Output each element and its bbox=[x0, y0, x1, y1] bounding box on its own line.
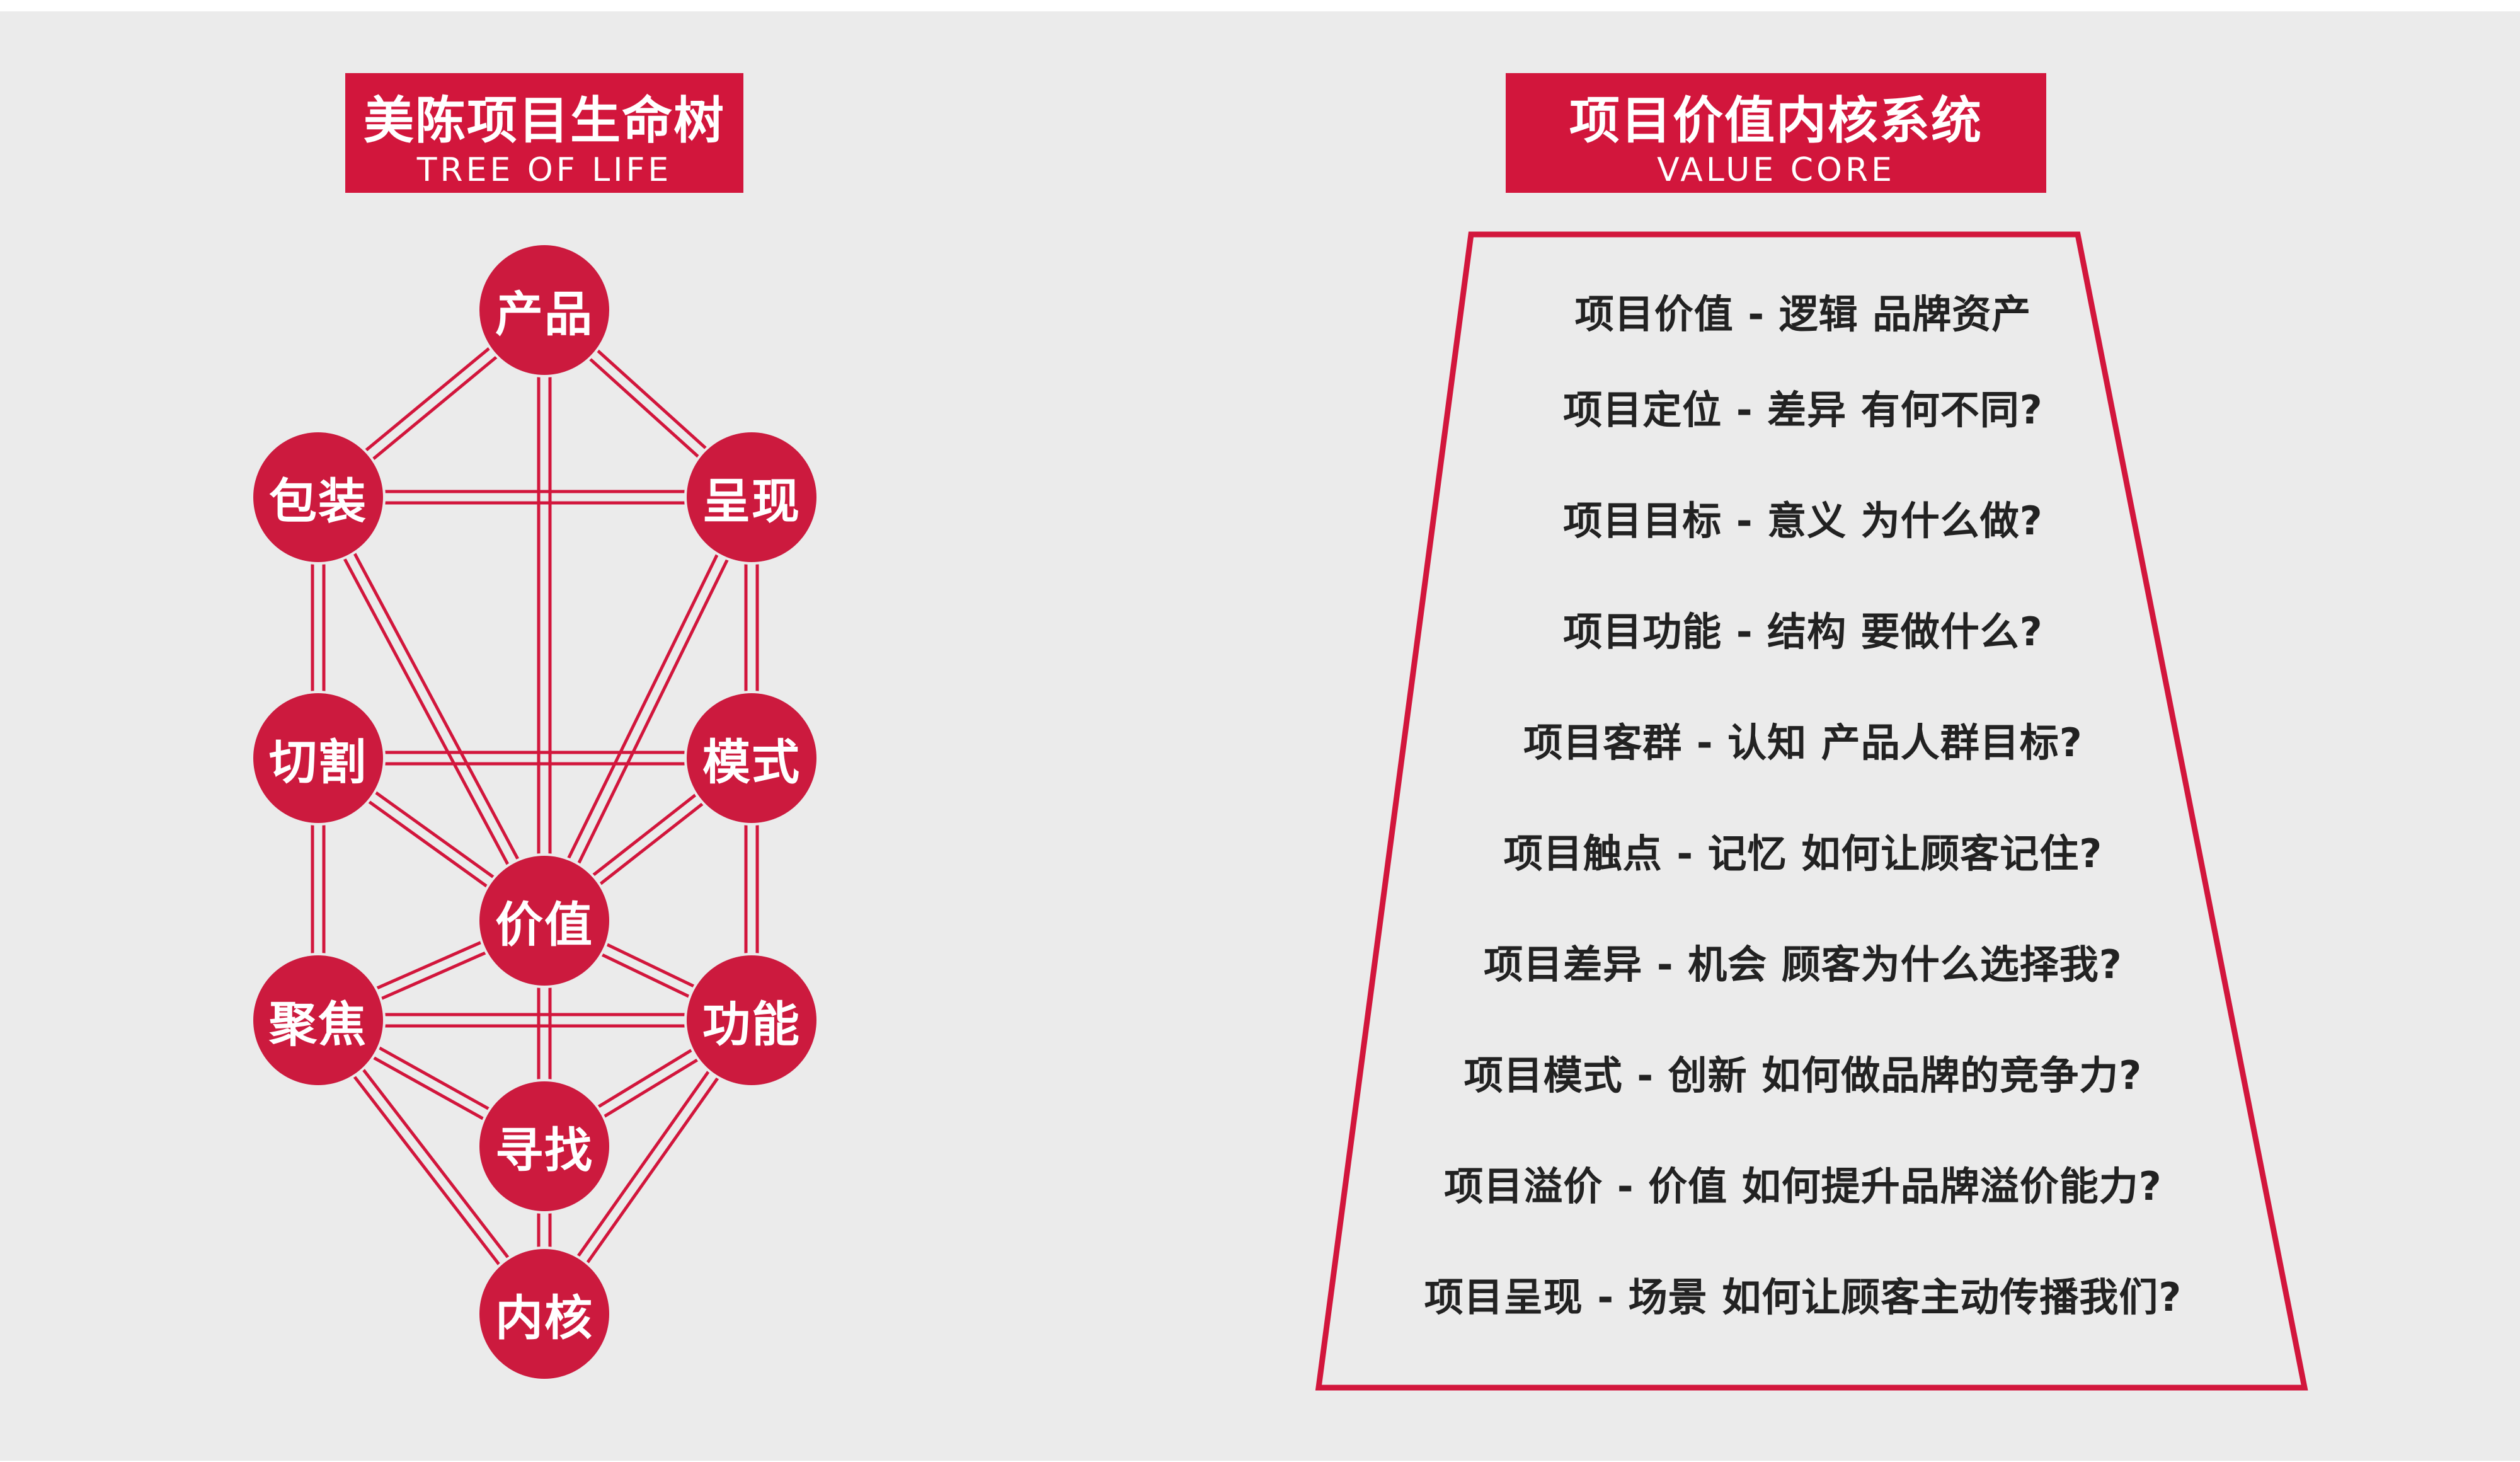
tree-title-en: TREE OF LIFE bbox=[416, 151, 672, 189]
node-function: 功能 bbox=[687, 955, 816, 1085]
value-item-4: 项目功能 - 结构 要做什么? bbox=[1563, 609, 2043, 655]
node-value: 价值 bbox=[479, 856, 609, 986]
tree-title-cn: 美陈项目生命树 bbox=[364, 91, 725, 150]
node-mode: 模式 bbox=[687, 693, 816, 823]
connector-presentation-value bbox=[537, 493, 748, 919]
value-item-7: 项目差异 - 机会 顾客为什么选择我? bbox=[1484, 941, 2122, 987]
value-core-title: 项目价值内核系统 VALUE CORE bbox=[1506, 73, 2046, 193]
value-item-5: 项目客群 - 认知 产品人群目标? bbox=[1523, 720, 2083, 766]
value-item-2: 项目定位 - 差异 有何不同? bbox=[1563, 387, 2043, 433]
node-product: 产品 bbox=[479, 245, 609, 375]
node-cutting: 切割 bbox=[253, 693, 383, 823]
value-item-9: 项目溢价 - 价值 如何提升品牌溢价能力? bbox=[1444, 1163, 2162, 1209]
tree-of-life-title: 美陈项目生命树 TREE OF LIFE bbox=[345, 73, 743, 193]
node-focus: 聚焦 bbox=[253, 955, 383, 1085]
value-title-cn: 项目价值内核系统 bbox=[1569, 91, 1983, 150]
value-item-10: 项目呈现 - 场景 如何让顾客主动传播我们? bbox=[1424, 1274, 2182, 1320]
value-title-en: VALUE CORE bbox=[1657, 151, 1895, 189]
node-presentation: 呈现 bbox=[687, 432, 816, 562]
value-core-trapezoid bbox=[1315, 231, 2308, 1391]
value-item-6: 项目触点 - 记忆 如何让顾客记住? bbox=[1503, 831, 2103, 877]
connector-packaging-value bbox=[321, 493, 551, 919]
value-item-1: 项目价值 - 逻辑 品牌资产 bbox=[1574, 291, 2032, 337]
value-item-8: 项目模式 - 创新 如何做品牌的竞争力? bbox=[1463, 1052, 2143, 1098]
node-core: 内核 bbox=[479, 1249, 609, 1379]
connector-presentation-value bbox=[547, 498, 759, 924]
node-seek: 寻找 bbox=[479, 1081, 609, 1211]
background-panel bbox=[0, 11, 2520, 1461]
node-packaging: 包装 bbox=[253, 432, 383, 562]
value-item-3: 项目目标 - 意义 为什么做? bbox=[1563, 498, 2043, 544]
connector-packaging-value bbox=[311, 499, 541, 924]
